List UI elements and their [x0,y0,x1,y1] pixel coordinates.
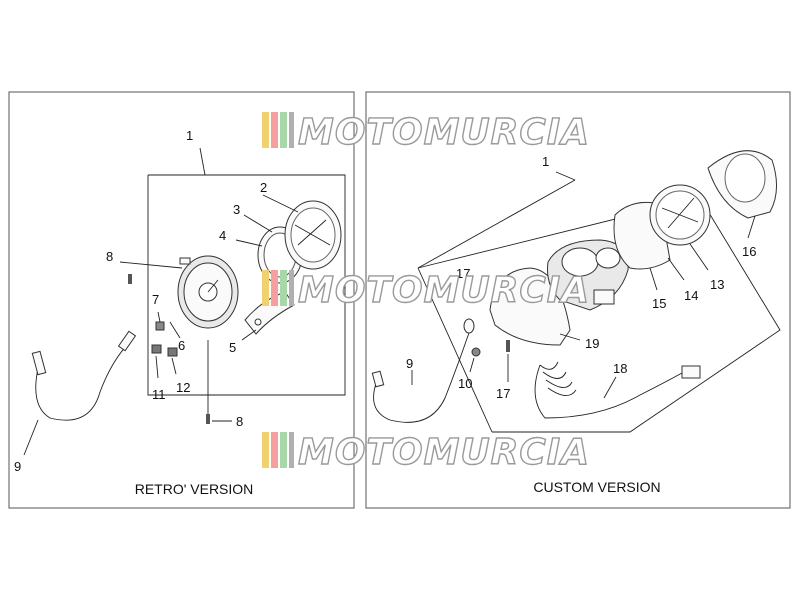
instrument-cluster [547,239,629,311]
left-panel-frame [8,91,355,509]
caption-retro-version: RETRO' VERSION [135,481,254,497]
speedometer-cable [31,330,137,421]
callout-right-16: 16 [742,244,756,259]
caption-custom-version: CUSTOM VERSION [533,479,660,495]
wiring-harness [534,361,701,419]
callout-left-8a: 8 [106,249,113,264]
callout-right-14: 14 [684,288,698,303]
watermark-logo-bottom: MOTOMURCIA [262,431,590,474]
callout-right-17a: 17 [456,266,470,281]
callout-right-13: 13 [710,277,724,292]
screw-bottom [206,414,210,424]
lamp-socket-11 [151,344,162,354]
screw-top [128,274,132,284]
callout-right-9: 9 [406,356,413,371]
nut-7 [155,321,165,331]
callout-right-18: 18 [613,361,627,376]
speedometer-body [177,255,239,329]
watermark-logo-middle: MOTOMURCIA [262,269,590,312]
custom-assembly: 1 16 13 14 15 17 19 9 10 17 18 [371,150,781,433]
callout-left-6: 6 [178,338,185,353]
callout-right-19: 19 [585,336,599,351]
watermark-logo-top: MOTOMURCIA [262,111,590,154]
visor-cover [707,150,777,219]
callout-left-11: 11 [152,387,166,402]
custom-glass-lens [649,184,711,246]
callout-right-15: 15 [652,296,666,311]
callout-left-5: 5 [229,340,236,355]
lamp-socket-12 [167,347,178,357]
callout-right-10: 10 [458,376,472,391]
callout-left-3: 3 [233,202,240,217]
custom-speedometer-cable [371,318,475,423]
callout-right-17b: 17 [496,386,510,401]
callout-left-7: 7 [152,292,159,307]
callout-left-2: 2 [260,180,267,195]
callout-right-1: 1 [542,154,549,169]
right-panel-frame [365,91,791,509]
nut-10 [471,347,481,357]
screw-17 [506,340,510,352]
svg-text:MOTOMURCIA: MOTOMURCIA [298,270,590,311]
callout-left-4: 4 [219,228,226,243]
callout-left-9: 9 [14,459,21,474]
glass-lens [284,200,342,270]
retro-assembly: 1 2 3 4 5 6 7 8 8 9 11 12 [14,128,346,474]
callout-left-12: 12 [176,380,190,395]
callout-left-8b: 8 [236,414,243,429]
callout-left-1: 1 [186,128,193,143]
svg-text:MOTOMURCIA: MOTOMURCIA [298,432,590,473]
svg-text:MOTOMURCIA: MOTOMURCIA [298,112,590,153]
